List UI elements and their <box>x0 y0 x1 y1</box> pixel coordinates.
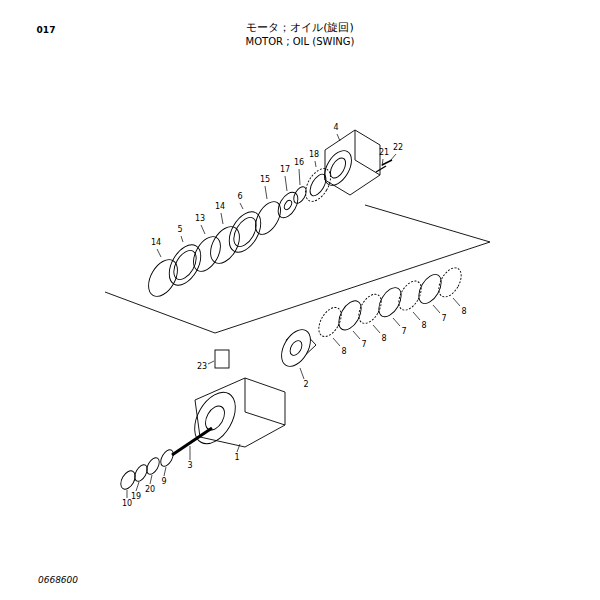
callout-number: 17 <box>280 166 290 174</box>
housing <box>186 378 285 451</box>
callout-number: 13 <box>195 215 205 223</box>
callout-number: 3 <box>187 462 192 470</box>
callout-number: 14 <box>215 203 225 211</box>
shaft <box>172 428 212 455</box>
valve-block <box>215 350 229 368</box>
callout-number: 8 <box>341 348 346 356</box>
cylinder-block <box>276 325 317 372</box>
drawing-number: 0668600 <box>38 576 78 585</box>
callout-number: 20 <box>145 486 155 494</box>
title-english: MOTOR ; OIL (SWING) <box>246 37 355 47</box>
callout-number: 18 <box>309 151 319 159</box>
page-number: 017 <box>37 26 56 35</box>
callout-number: 5 <box>177 226 182 234</box>
group-frame <box>105 205 490 333</box>
callout-number: 8 <box>421 322 426 330</box>
callout-number: 7 <box>361 341 366 349</box>
callout-number: 21 <box>379 149 389 157</box>
bolt <box>376 166 386 172</box>
callout-number: 7 <box>401 328 406 336</box>
callout-number: 15 <box>260 176 270 184</box>
callout-number: 9 <box>161 478 166 486</box>
callout-number: 19 <box>131 493 141 501</box>
callout-number: 1 <box>234 454 239 462</box>
callout-number: 16 <box>294 159 304 167</box>
callout-number: 8 <box>381 335 386 343</box>
leader-lines <box>127 134 460 498</box>
callout-number: 23 <box>197 363 207 371</box>
callout-number: 4 <box>333 124 338 132</box>
title-japanese: モータ；オイル(旋回) <box>246 22 354 33</box>
callout-number: 6 <box>237 193 242 201</box>
callout-number: 14 <box>151 239 161 247</box>
callout-number: 2 <box>303 381 308 389</box>
callout-number: 8 <box>461 308 466 316</box>
callout-number: 10 <box>122 500 132 508</box>
callout-number: 22 <box>393 144 403 152</box>
motor-body <box>319 130 380 195</box>
friction-plates <box>314 264 466 340</box>
callout-number: 7 <box>441 315 446 323</box>
upper-rings <box>143 164 336 301</box>
